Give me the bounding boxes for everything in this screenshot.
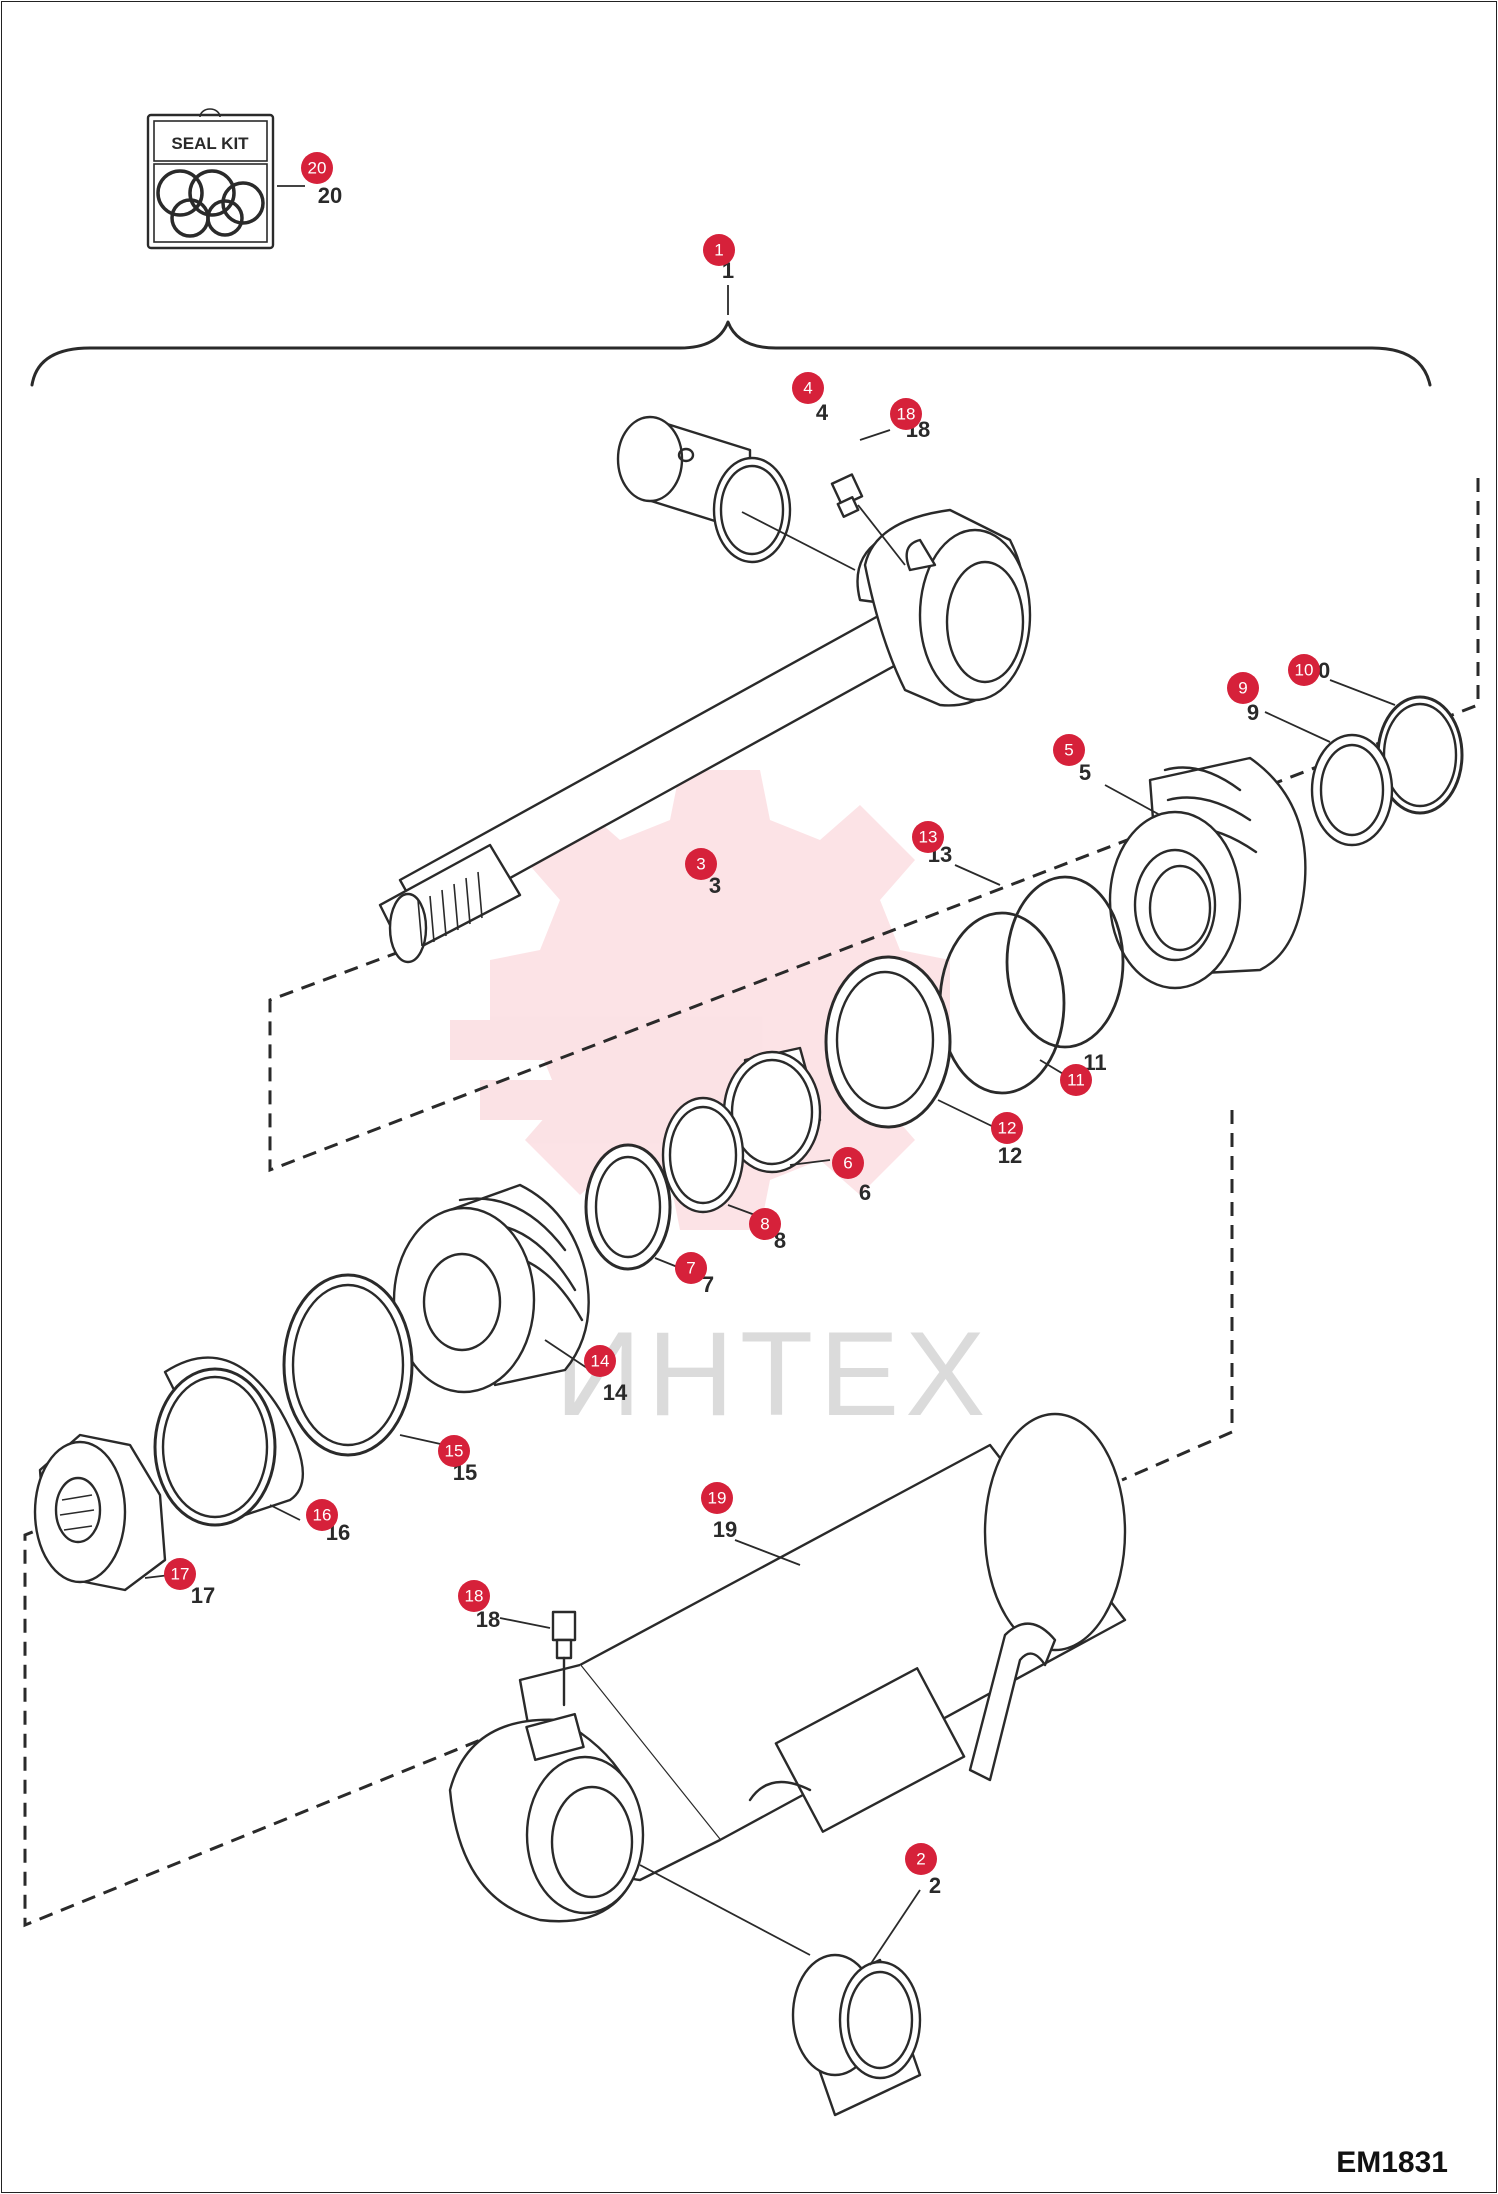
piston-nut-17 xyxy=(33,1433,167,1592)
callout-7[interactable]: 7 xyxy=(675,1252,707,1284)
part-num-3: 3 xyxy=(709,873,721,898)
piston-14 xyxy=(392,1183,590,1394)
callout-18-top[interactable]: 18 xyxy=(890,398,922,430)
seal-kit-package: SEAL KIT xyxy=(146,108,275,250)
part-num-18-bottom: 18 xyxy=(476,1607,500,1632)
part-num-17: 17 xyxy=(191,1583,215,1608)
part-num-12: 12 xyxy=(998,1143,1022,1168)
svg-text:10: 10 xyxy=(1295,661,1314,680)
part-num-5: 5 xyxy=(1079,760,1091,785)
callout-12[interactable]: 12 xyxy=(991,1112,1023,1144)
backup-ring-11 xyxy=(938,911,1066,1095)
piston-seal-15 xyxy=(282,1273,414,1457)
part-num-4: 4 xyxy=(816,400,829,425)
callout-15[interactable]: 15 xyxy=(438,1435,470,1467)
svg-text:18: 18 xyxy=(897,405,916,424)
svg-text:6: 6 xyxy=(843,1154,852,1173)
rod-dashed-guide xyxy=(268,478,1480,1173)
seal-ring-7 xyxy=(584,1143,672,1271)
cylinder-barrel-19 xyxy=(448,1412,1127,1923)
svg-text:18: 18 xyxy=(465,1587,484,1606)
seal-ring-8 xyxy=(661,1096,745,1214)
callout-1[interactable]: 1 xyxy=(703,234,735,266)
svg-text:15: 15 xyxy=(445,1442,464,1461)
part-num-7: 7 xyxy=(702,1272,714,1297)
assembly-bracket xyxy=(30,320,1432,387)
callout-18-bottom[interactable]: 18 xyxy=(458,1580,490,1612)
part-num-2: 2 xyxy=(929,1873,941,1898)
part-num-14: 14 xyxy=(603,1380,628,1405)
callout-3[interactable]: 3 xyxy=(685,848,717,880)
svg-text:3: 3 xyxy=(696,855,705,874)
watermark-text: ИНТЕХ xyxy=(555,1307,991,1441)
diagram-code: EM1831 xyxy=(1336,2146,1448,2179)
wiper-seal-12 xyxy=(824,955,952,1129)
piston-rod xyxy=(378,508,1032,964)
ring-10 xyxy=(1376,695,1464,815)
wear-ring-16 xyxy=(153,1356,305,1527)
svg-text:17: 17 xyxy=(171,1565,190,1584)
callout-17[interactable]: 17 xyxy=(164,1558,196,1590)
callout-4[interactable]: 4 xyxy=(792,372,824,404)
callout-11[interactable]: 11 xyxy=(1060,1064,1092,1096)
cylinder-gland xyxy=(1108,756,1307,990)
callout-9[interactable]: 9 xyxy=(1227,672,1259,704)
svg-text:19: 19 xyxy=(708,1489,727,1508)
callout-2[interactable]: 2 xyxy=(905,1843,937,1875)
callout-16[interactable]: 16 xyxy=(306,1499,338,1531)
svg-text:8: 8 xyxy=(760,1215,769,1234)
ring-9 xyxy=(1310,733,1394,847)
svg-text:4: 4 xyxy=(803,379,812,398)
part-num-9: 9 xyxy=(1247,700,1259,725)
svg-text:9: 9 xyxy=(1238,679,1247,698)
grease-fitting-top xyxy=(830,473,864,518)
svg-text:14: 14 xyxy=(591,1352,610,1371)
part-num-11: 11 xyxy=(1083,1050,1106,1075)
seal-kit-label: SEAL KIT xyxy=(171,134,249,153)
svg-text:13: 13 xyxy=(919,828,938,847)
svg-text:12: 12 xyxy=(998,1119,1017,1138)
callout-19[interactable]: 19 xyxy=(701,1482,733,1514)
part-num-6: 6 xyxy=(859,1180,871,1205)
svg-text:5: 5 xyxy=(1064,741,1073,760)
watermark-gear-logo xyxy=(450,770,950,1230)
rod-bearing xyxy=(616,415,792,564)
part-num-19: 19 xyxy=(713,1517,737,1542)
bushing-6 xyxy=(722,1046,822,1174)
cylinder-dashed-guide xyxy=(23,1110,1234,1928)
grease-fitting-bottom xyxy=(551,1610,577,1707)
oring-13 xyxy=(1005,875,1125,1049)
callout-5[interactable]: 5 xyxy=(1053,734,1085,766)
callout-13[interactable]: 13 xyxy=(912,821,944,853)
callout-8[interactable]: 8 xyxy=(749,1208,781,1240)
part-num-20: 20 xyxy=(318,183,342,208)
cylinder-bearing xyxy=(791,1953,922,2117)
svg-text:16: 16 xyxy=(313,1506,332,1525)
callout-10[interactable]: 10 xyxy=(1288,654,1320,686)
callout-14[interactable]: 14 xyxy=(584,1345,616,1377)
svg-text:20: 20 xyxy=(308,159,327,178)
svg-text:7: 7 xyxy=(686,1259,695,1278)
svg-text:2: 2 xyxy=(916,1850,925,1869)
callout-6[interactable]: 6 xyxy=(832,1147,864,1179)
svg-text:1: 1 xyxy=(714,241,723,260)
svg-text:11: 11 xyxy=(1067,1071,1085,1090)
callout-20[interactable]: 20 xyxy=(301,152,333,184)
